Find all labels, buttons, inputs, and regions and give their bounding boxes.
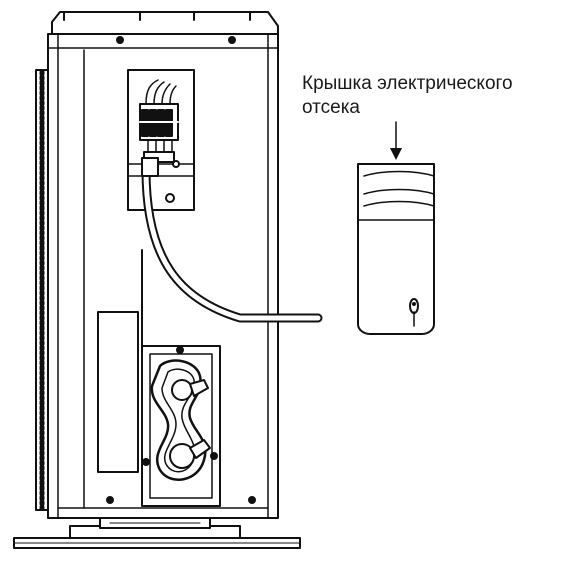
- terminal-block: [139, 79, 179, 163]
- side-fins: [35, 69, 49, 511]
- callout-arrow: [390, 121, 402, 160]
- valve-compartment: [141, 345, 221, 507]
- callout-label-line1: Крышка электрического: [302, 73, 513, 94]
- callout-label-line2: отсека: [302, 97, 361, 118]
- unit-base: [13, 517, 301, 549]
- top-cap: [51, 11, 279, 35]
- lower-panel: [97, 249, 143, 473]
- compartment-cover: [357, 163, 435, 335]
- power-cable: [141, 157, 323, 323]
